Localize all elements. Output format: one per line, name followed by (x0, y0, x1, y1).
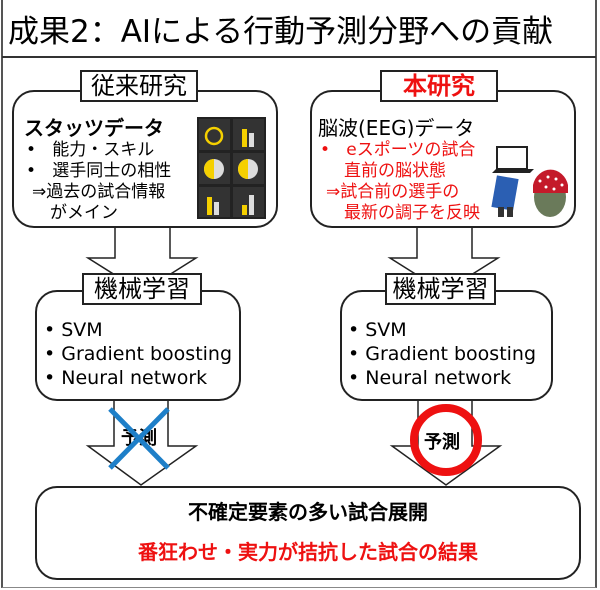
stats-dashboard-image (197, 117, 266, 219)
conclusion-line: ⇒過去の試合情報 (32, 182, 166, 202)
ml-method-text: Neural network (61, 367, 208, 389)
cross-icon (108, 407, 170, 470)
ml-box-left (35, 290, 241, 401)
conclusion-line: ⇒試合前の選手の (326, 182, 460, 202)
eeg-data-heading: 脳波(EEG)データ (318, 116, 475, 140)
conclusion-line: がメイン (50, 203, 118, 223)
conclusion-line: 最新の調子を反映 (344, 203, 480, 223)
ml-method: • Gradient boosting (348, 343, 537, 365)
outcome-box (35, 486, 581, 580)
ml-method-text: Neural network (365, 367, 512, 389)
eeg-device-image (490, 145, 570, 225)
ml-method-text: SVM (61, 319, 103, 341)
outcome-line-1: 不確定要素の多い試合展開 (188, 500, 428, 524)
bullet-text: eスポーツの試合 (346, 140, 476, 160)
ml-method-text: SVM (365, 319, 407, 341)
bullet-item: • eスポーツの試合 (320, 140, 476, 160)
conventional-research-label: 従来研究 (80, 70, 198, 102)
bullet-item-continued: 直前の脳状態 (344, 161, 446, 181)
ml-method: • Neural network (348, 367, 512, 389)
ml-box-right (340, 290, 553, 401)
ml-method: • Gradient boosting (44, 343, 233, 365)
ml-method: • SVM (44, 319, 103, 341)
bullet-text: 能力・スキル (52, 140, 155, 160)
ml-method: • Neural network (44, 367, 208, 389)
ml-method-text: Gradient boosting (61, 343, 233, 365)
this-research-label: 本研究 (380, 70, 498, 102)
ml-label-right: 機械学習 (385, 273, 496, 305)
this-research-box (310, 90, 576, 228)
stats-data-heading: スタッツデータ (24, 116, 164, 140)
outcome-line-2: 番狂わせ・実力が拮抗した試合の結果 (138, 540, 478, 564)
bullet-item: • 能力・スキル (26, 140, 155, 160)
circle-check-icon (410, 404, 482, 476)
predict-label-right: 予測 (424, 432, 460, 453)
slide-title: 成果2：AIによる行動予測分野への貢献 (8, 14, 554, 50)
bullet-text: 選手同士の相性 (52, 161, 172, 181)
ml-label-left: 機械学習 (82, 273, 202, 305)
ml-method: • SVM (348, 319, 407, 341)
title-divider (2, 56, 596, 58)
ml-method-text: Gradient boosting (365, 343, 537, 365)
bullet-item: • 選手同士の相性 (26, 161, 172, 181)
